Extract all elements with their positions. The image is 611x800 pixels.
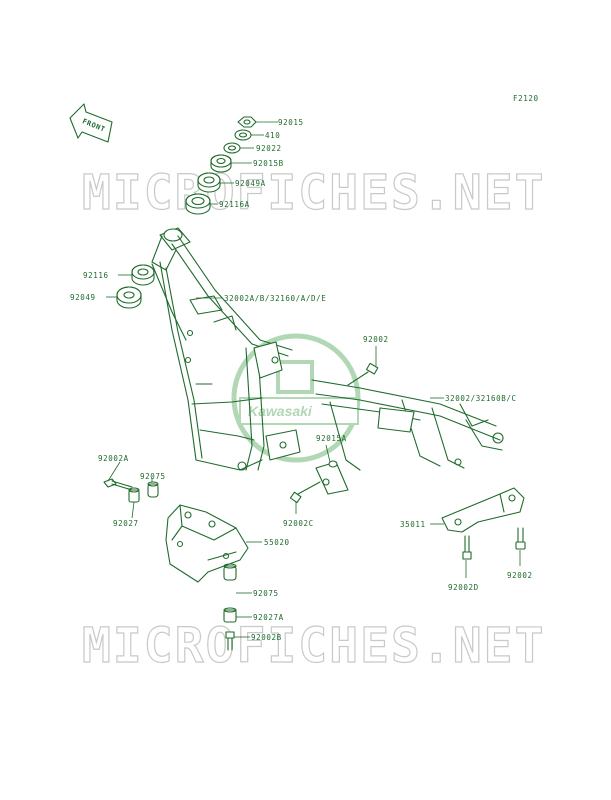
part-labels: 92015 410 92022 92015B 92049A 92116A 921… <box>70 118 533 642</box>
bolt-92002a <box>103 478 133 491</box>
seal-92049 <box>116 286 142 309</box>
bearing-92116 <box>131 264 155 286</box>
label-92027a: 92027A <box>253 613 284 622</box>
stack-nut-92015b <box>210 154 232 173</box>
collar-92027 <box>128 487 140 503</box>
label-92002d: 92002D <box>448 583 479 592</box>
grommet-92075-lower <box>223 563 237 581</box>
label-410: 410 <box>265 131 280 140</box>
label-92015a: 92015A <box>316 434 347 443</box>
label-92116: 92116 <box>83 271 109 280</box>
stack-seal-92049a <box>197 172 221 193</box>
skid-plate-55020 <box>165 504 249 583</box>
label-92002a: 92002A <box>98 454 129 463</box>
bolt-92002d <box>462 535 472 560</box>
label-92027: 92027 <box>113 519 139 528</box>
label-92002b: 92002B <box>251 633 282 642</box>
label-35011: 35011 <box>400 520 426 529</box>
bolt-92002-upper <box>347 362 379 386</box>
main-frame <box>151 227 301 471</box>
bolt-92002c <box>289 481 321 504</box>
stack-nut-92015 <box>237 116 257 128</box>
leader-lines <box>106 121 521 638</box>
label-92002: 92002 <box>363 335 389 344</box>
grommet-92075-upper <box>147 481 159 498</box>
watermark-top: MICROFICHES.NET <box>82 165 545 221</box>
bracket-35011 <box>441 487 525 533</box>
bolt-92002-lower <box>515 527 526 550</box>
diagram-code: F2120 <box>513 94 539 103</box>
label-92049: 92049 <box>70 293 96 302</box>
label-92015: 92015 <box>278 118 304 127</box>
kawasaki-logo: Kawasaki <box>231 333 361 463</box>
stack-washer-92022 <box>223 142 241 154</box>
label-92116a: 92116A <box>219 200 250 209</box>
label-92049a: 92049A <box>235 179 266 188</box>
label-92075-lower: 92075 <box>253 589 279 598</box>
label-92002c: 92002C <box>283 519 314 528</box>
front-arrow-icon: FRONT <box>69 103 113 143</box>
bolt-92002b <box>225 631 235 651</box>
rear-frame <box>311 379 504 495</box>
label-92075-upper: 92075 <box>140 472 166 481</box>
svg-text:Kawasaki: Kawasaki <box>248 403 313 419</box>
label-32002: 32002/32160B/C <box>445 394 517 403</box>
stack-bearing-92116a <box>185 193 211 215</box>
cap-92015a <box>328 460 338 468</box>
stack-washer-410 <box>234 129 252 141</box>
collar-92027a <box>223 607 237 623</box>
label-55020: 55020 <box>264 538 290 547</box>
label-92015b: 92015B <box>253 159 284 168</box>
watermark-bottom: MICROFICHES.NET <box>82 618 545 674</box>
label-92002-lower: 92002 <box>507 571 533 580</box>
label-92022: 92022 <box>256 144 282 153</box>
label-32002a: 32002A/B/32160/A/D/E <box>224 294 326 303</box>
